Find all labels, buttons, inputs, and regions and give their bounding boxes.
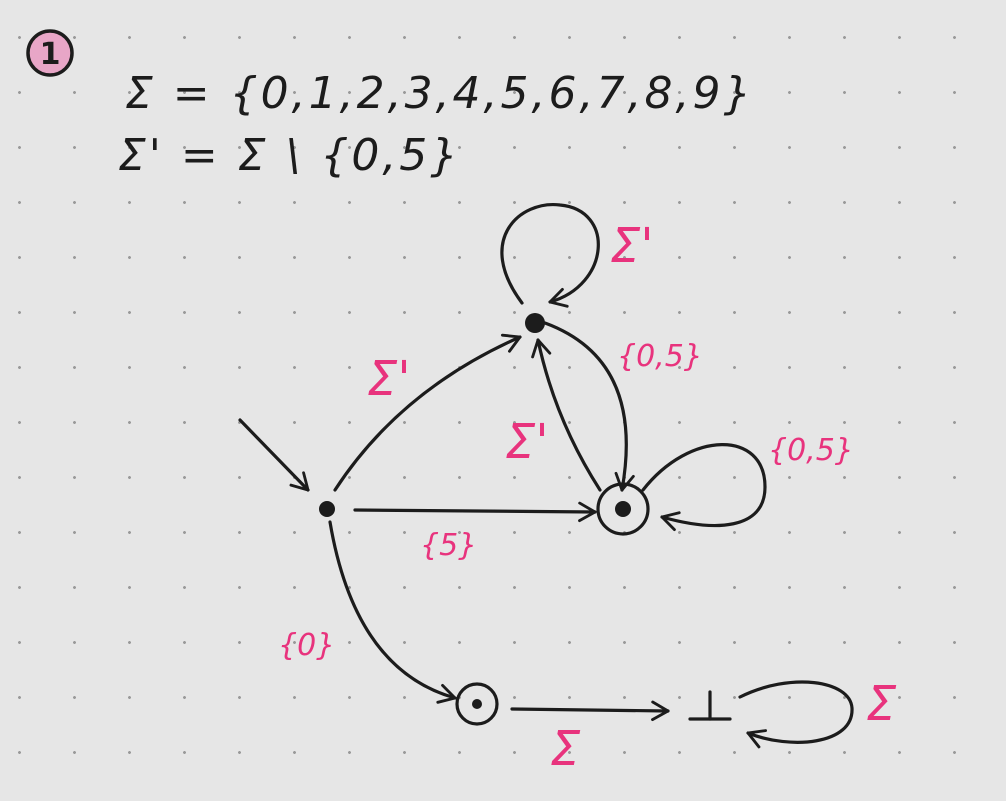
- note-number-badge: 1: [26, 29, 74, 77]
- initial-arrow: [238, 418, 310, 492]
- label-accept-loop: {0,5}: [768, 433, 854, 468]
- restricted-alphabet-definition: Σ' = Σ \ {0,5}: [118, 130, 461, 181]
- edge-bottom-to-sink: [510, 700, 670, 722]
- label-start-to-accept: {5}: [420, 528, 477, 563]
- accept-state-bottom: [455, 682, 499, 726]
- edge-start-to-top: [333, 333, 522, 492]
- label-accept-to-top: Σ': [505, 414, 549, 470]
- note-number: 1: [40, 37, 61, 72]
- loop-accept-state: [641, 443, 767, 532]
- edge-start-to-bottom: [328, 520, 457, 704]
- alphabet-definition: Σ = {0,1,2,3,4,5,6,7,8,9}: [125, 68, 754, 119]
- loop-top-state: [500, 203, 600, 308]
- edge-top-to-accept: [543, 321, 635, 492]
- edge-start-to-accept: [353, 501, 597, 523]
- badge-circle: [26, 29, 74, 77]
- label-start-to-bottom: {0}: [278, 628, 335, 663]
- label-start-to-top: Σ': [367, 351, 411, 407]
- sink-state: [688, 690, 732, 721]
- label-top-to-accept: {0,5}: [617, 339, 703, 374]
- label-bottom-to-sink: Σ: [550, 721, 581, 777]
- edge-accept-to-top: [531, 338, 602, 492]
- loop-sink-state: [738, 680, 854, 749]
- label-top-loop: Σ': [610, 218, 654, 274]
- label-sink-loop: Σ: [866, 676, 897, 732]
- accept-state-right: [596, 482, 650, 536]
- top-state: [525, 313, 545, 333]
- start-state: [319, 501, 335, 517]
